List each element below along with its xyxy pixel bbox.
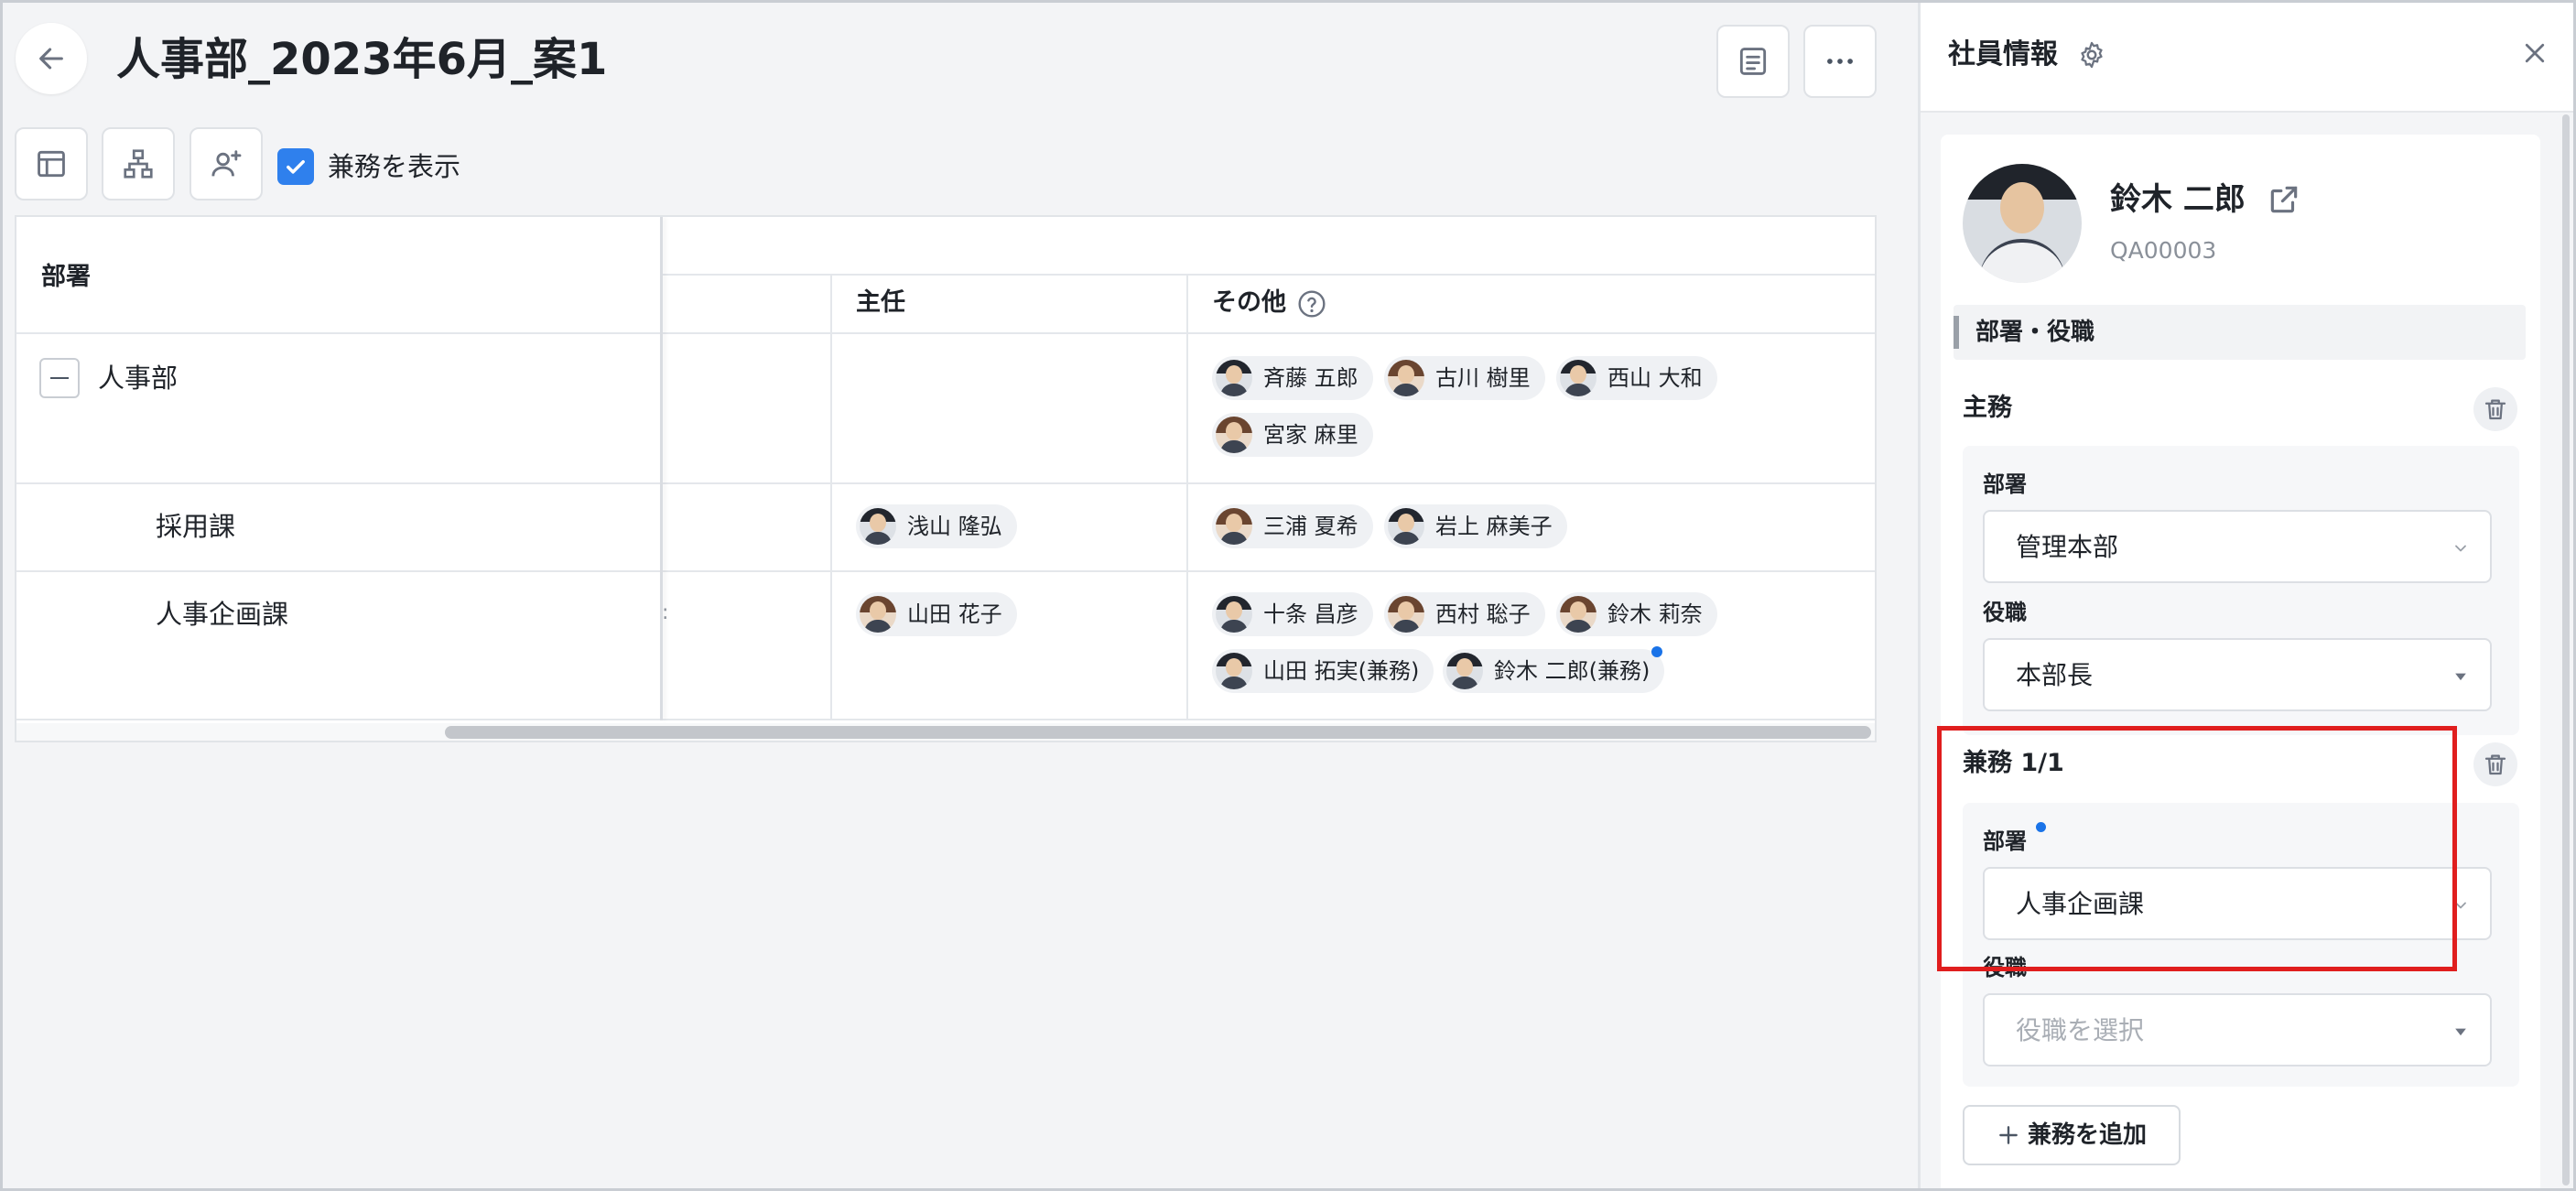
employee-panel: 社員情報 鈴木 二郎 QA00003 部署・役職 主務 部署 管理本部 役職 本… — [1921, 3, 2573, 1188]
trash-icon — [2484, 754, 2506, 775]
show-concurrent-label[interactable]: 兼務を表示 — [328, 151, 461, 182]
close-icon[interactable] — [2521, 39, 2549, 67]
notification-dot — [1651, 646, 1662, 657]
col-header-other: その他 — [1212, 288, 1286, 317]
panel-divider[interactable] — [1918, 3, 1921, 1188]
primary-role-label: 役職 — [1983, 600, 2027, 625]
scrollbar-thumb[interactable] — [445, 726, 1871, 739]
avatar — [1216, 508, 1252, 545]
org-chart-icon — [124, 149, 153, 179]
chevron-down-icon — [2455, 902, 2466, 909]
person-chip[interactable]: 浅山 隆弘 — [856, 504, 1017, 548]
avatar — [1560, 596, 1596, 633]
caret-down-icon — [2455, 673, 2466, 681]
avatar — [1388, 360, 1424, 396]
panel-title: 社員情報 — [1948, 38, 2058, 70]
dept-row-0[interactable]: 人事部 — [98, 363, 179, 394]
person-chip[interactable]: 十条 昌彦 — [1212, 592, 1373, 636]
avatar — [1216, 596, 1252, 633]
employee-card: 鈴木 二郎 QA00003 部署・役職 主務 部署 管理本部 役職 本部長 兼務… — [1941, 135, 2540, 1188]
avatar — [1388, 596, 1424, 633]
delete-secondary-button[interactable] — [2473, 742, 2517, 786]
collapse-toggle[interactable] — [39, 358, 80, 398]
secondary-title: 兼務 1/1 — [1963, 749, 2064, 777]
external-link-icon[interactable] — [2267, 182, 2301, 217]
person-chip[interactable]: 古川 樹里 — [1384, 356, 1545, 400]
dept-row-1[interactable]: 採用課 — [156, 511, 236, 542]
person-chip[interactable]: 斉藤 五郎 — [1212, 356, 1373, 400]
show-concurrent-checkbox[interactable] — [277, 148, 314, 185]
table-icon — [38, 150, 65, 178]
memo-icon — [1739, 48, 1767, 75]
main-area: 人事部_2023年6月_案1 兼務を表示 : 部署 主任 その他 人事部 — [3, 3, 1918, 1188]
back-button[interactable] — [16, 23, 87, 94]
secondary-role-select[interactable]: 役職を選択 — [1983, 993, 2492, 1066]
avatar — [1216, 417, 1252, 453]
person-chip[interactable]: 山田 花子 — [856, 592, 1017, 636]
plus-icon — [1999, 1126, 2018, 1144]
person-chip[interactable]: 山田 拓実(兼務) — [1212, 649, 1434, 693]
section-header: 部署・役職 — [1954, 305, 2526, 360]
changed-dot — [2036, 822, 2046, 832]
person-chip[interactable]: 三浦 夏希 — [1212, 504, 1373, 548]
table-view-button[interactable] — [15, 127, 88, 200]
secondary-dept-label: 部署 — [1983, 828, 2027, 854]
page-title: 人事部_2023年6月_案1 — [116, 34, 608, 85]
help-icon[interactable] — [1297, 289, 1326, 319]
memo-button[interactable] — [1716, 25, 1790, 98]
employee-name: 鈴木 二郎 — [2110, 181, 2246, 218]
panel-scrollbar[interactable] — [2562, 114, 2570, 1186]
person-chip[interactable]: 西山 大和 — [1556, 356, 1717, 400]
chevron-down-icon — [2455, 545, 2466, 552]
primary-dept-select[interactable]: 管理本部 — [1983, 510, 2492, 583]
person-chip[interactable]: 岩上 麻美子 — [1384, 504, 1567, 548]
check-icon — [287, 160, 305, 174]
avatar — [1216, 360, 1252, 396]
gear-icon[interactable] — [2076, 39, 2107, 70]
col-header-chief: 主任 — [856, 288, 905, 317]
person-chip[interactable]: 西村 聡子 — [1384, 592, 1545, 636]
add-concurrent-button[interactable]: 兼務を追加 — [1963, 1105, 2181, 1165]
panel-header: 社員情報 — [1921, 3, 2573, 113]
arrow-left-icon — [39, 48, 63, 70]
avatar — [860, 508, 896, 545]
org-table: : 部署 主任 その他 人事部 採用課 人事企画課 斉藤 五郎 古川 樹里 西山… — [15, 215, 1877, 742]
person-chip[interactable]: 鈴木 莉奈 — [1556, 592, 1717, 636]
trash-icon — [2484, 399, 2506, 420]
avatar — [860, 596, 896, 633]
employee-code: QA00003 — [2110, 237, 2217, 264]
employee-avatar — [1963, 164, 2082, 283]
primary-title: 主務 — [1963, 394, 2012, 422]
delete-primary-button[interactable] — [2473, 387, 2517, 431]
ellipsis-icon — [1827, 59, 1853, 64]
person-chip[interactable]: 宮家 麻里 — [1212, 413, 1373, 457]
caret-down-icon — [2455, 1028, 2466, 1036]
avatar — [1216, 653, 1252, 689]
add-person-button[interactable] — [189, 127, 263, 200]
person-add-icon — [211, 150, 242, 177]
col-header-dept: 部署 — [41, 263, 91, 291]
primary-dept-label: 部署 — [1983, 471, 2027, 497]
avatar — [1560, 360, 1596, 396]
org-chart-button[interactable] — [102, 127, 175, 200]
secondary-dept-select[interactable]: 人事企画課 — [1983, 867, 2492, 940]
more-button[interactable] — [1803, 25, 1877, 98]
primary-role-select[interactable]: 本部長 — [1983, 638, 2492, 711]
dept-row-2[interactable]: 人事企画課 — [156, 599, 289, 630]
secondary-role-label: 役職 — [1983, 955, 2027, 980]
person-chip-selected[interactable]: 鈴木 二郎(兼務) — [1443, 649, 1665, 693]
avatar — [1446, 653, 1483, 689]
avatar — [1388, 508, 1424, 545]
minus-icon — [50, 377, 69, 379]
